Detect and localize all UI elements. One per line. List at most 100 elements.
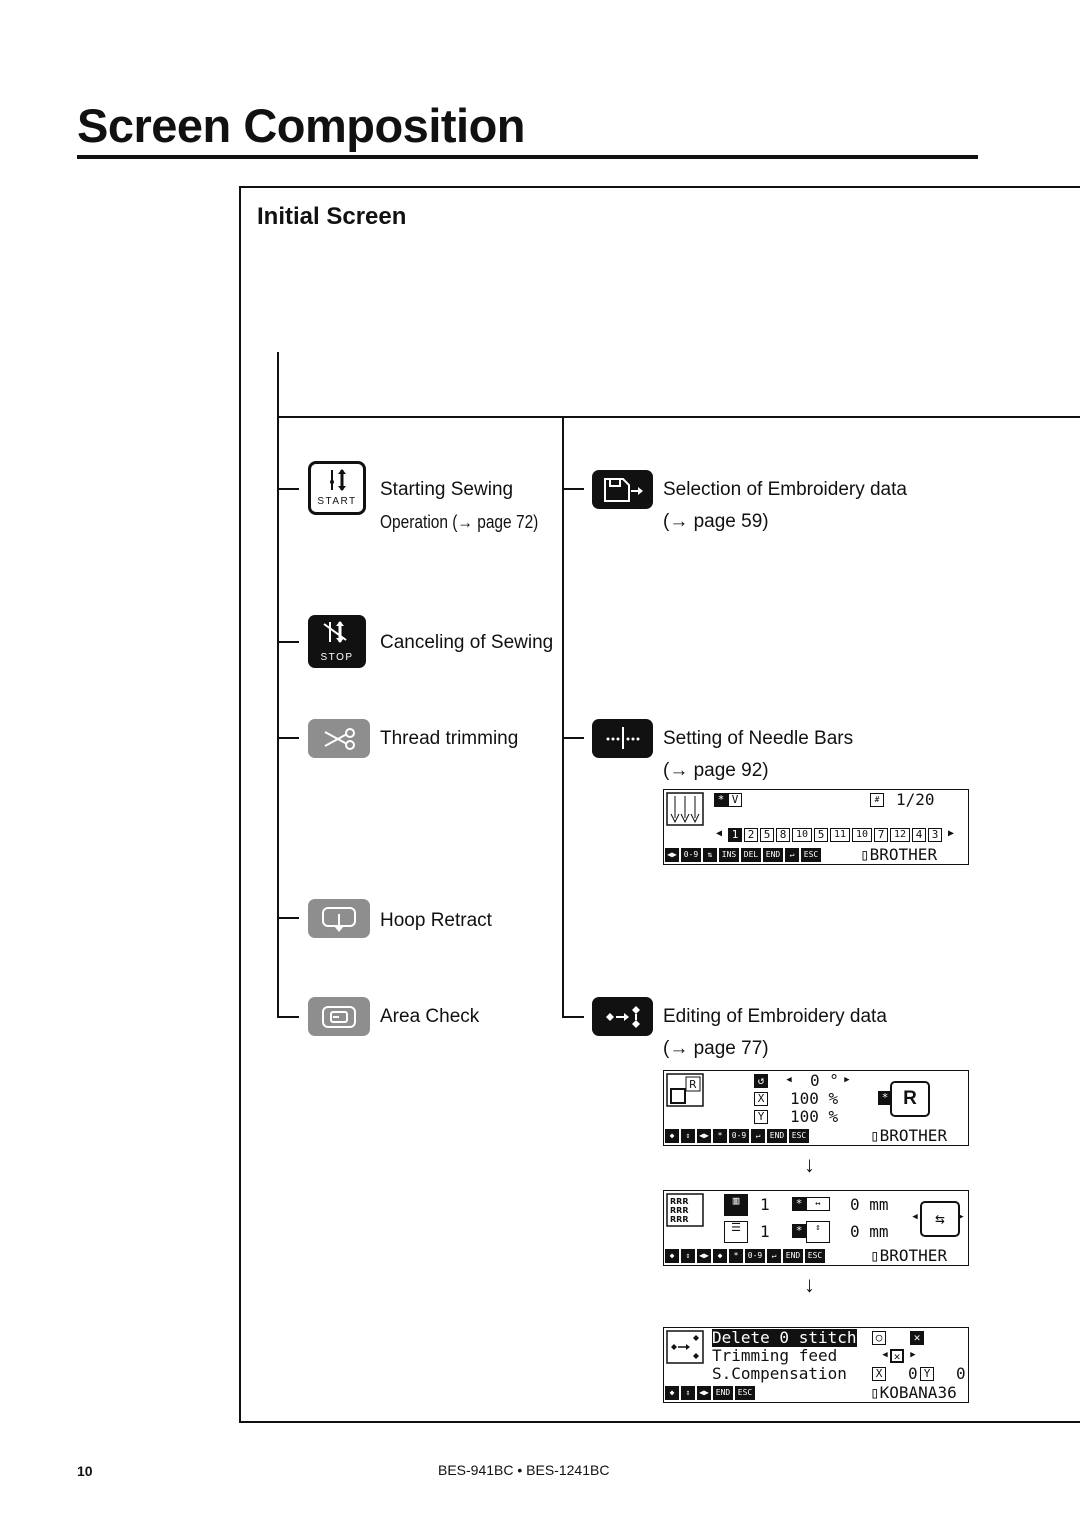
tick (277, 488, 299, 490)
sequence-item[interactable]: 12 (890, 828, 910, 842)
file-icon: ▯ (870, 1246, 880, 1265)
esc-key[interactable]: ESC (805, 1249, 825, 1263)
insert-key[interactable]: INS (719, 848, 739, 862)
right-arrow-icon[interactable]: ▶ (844, 1075, 850, 1085)
return-icon[interactable]: ↵ (767, 1249, 781, 1263)
left-arrow-icon[interactable]: ◀ (715, 828, 723, 839)
rows-icon[interactable]: ☰ (724, 1221, 748, 1243)
edit-lcd-1: R ↺ ◀ 0 ° ▶ X 100 % Y 100 % * R ◆ ⇕ ◀▶ *… (663, 1070, 969, 1146)
edit-mode-icon[interactable]: ◆ (665, 1129, 679, 1143)
comp-x-icon: X (872, 1367, 886, 1381)
diagram-frame (239, 186, 1080, 1423)
sequence-item[interactable]: 10 (792, 828, 812, 842)
tree-top-line (277, 416, 1080, 418)
needle-bar-key[interactable] (592, 719, 653, 758)
nav-arrows-icon[interactable]: ◀▶ (697, 1129, 711, 1143)
move-icon[interactable]: ⇕ (681, 1129, 695, 1143)
move-icon[interactable]: ⇕ (681, 1249, 695, 1263)
circle-option-icon[interactable]: ○ (872, 1331, 886, 1345)
selection-embroidery-ref: (→ page 59) (663, 511, 769, 532)
delete-key[interactable]: DEL (741, 848, 761, 862)
file-icon: ▯ (860, 845, 870, 864)
scale-y-value: 100 % (790, 1107, 839, 1126)
cross-option-icon[interactable]: ✕ (890, 1349, 904, 1363)
cross-option-icon[interactable]: ✕ (910, 1331, 924, 1345)
mirror-badge[interactable]: R (890, 1081, 930, 1117)
scissors-icon (324, 727, 355, 750)
file-icon: ▯ (870, 1126, 880, 1145)
sequence-item[interactable]: 2 (744, 828, 758, 842)
area-check-key[interactable] (308, 997, 370, 1036)
end-key[interactable]: END (767, 1129, 787, 1143)
sequence-item[interactable]: 4 (912, 828, 926, 842)
asterisk-icon[interactable]: * (713, 1129, 727, 1143)
start-key-label: START (317, 496, 357, 507)
comp-y-value: 0 (956, 1364, 966, 1383)
needle-swap-icon[interactable]: ⇅ (703, 848, 717, 862)
file-icon: ▯ (870, 1383, 880, 1402)
nav-arrows-icon[interactable]: ◀▶ (665, 848, 679, 862)
esc-key[interactable]: ESC (735, 1386, 755, 1400)
right-arrow-icon[interactable]: ▶ (958, 1212, 964, 1222)
design-name-text: KOBANA36 (879, 1383, 957, 1402)
start-key[interactable]: START (308, 461, 366, 515)
star-icon: * (792, 1197, 806, 1211)
sequence-item[interactable]: 1 (728, 828, 742, 842)
right-arrow-icon[interactable]: ▶ (910, 1350, 916, 1360)
left-arrow-icon[interactable]: ◀ (786, 1075, 792, 1085)
spacing-y-icon[interactable]: ↕ (806, 1221, 830, 1243)
end-key[interactable]: END (713, 1386, 733, 1400)
scale-x-value: 100 % (790, 1089, 839, 1108)
stop-key[interactable]: STOP (308, 615, 366, 668)
esc-key[interactable]: ESC (801, 848, 821, 862)
return-icon[interactable]: ↵ (785, 848, 799, 862)
rotate-icon[interactable]: ↺ (754, 1074, 768, 1088)
columns-icon[interactable]: ▥ (724, 1194, 748, 1216)
needle-bar-lcd: * V # 1/20 ◀ 1 2 5 8 10 5 11 10 7 12 4 3… (663, 789, 969, 865)
tick (562, 1016, 584, 1018)
sequence-item[interactable]: 5 (814, 828, 828, 842)
edit-data-icon (605, 1005, 640, 1028)
hoop-retract-key[interactable] (308, 899, 370, 938)
sequence-item[interactable]: 7 (874, 828, 888, 842)
repeat-order-icon[interactable]: ⇆ (920, 1201, 960, 1237)
start-key-icon (330, 469, 346, 491)
title-rule (77, 155, 978, 159)
left-arrow-icon[interactable]: ◀ (912, 1212, 918, 1222)
compensation-line[interactable]: S.Compensation (712, 1364, 847, 1383)
sequence-item[interactable]: 5 (760, 828, 774, 842)
thread-trim-key[interactable] (308, 719, 370, 758)
trimming-feed-line[interactable]: Trimming feed (712, 1346, 838, 1365)
flow-arrow: ↓ (804, 1272, 815, 1297)
spacing-x-icon[interactable]: ↔ (806, 1197, 830, 1211)
digit-key[interactable]: 0-9 (681, 848, 701, 862)
stop-key-label: STOP (320, 652, 354, 663)
design-name-text: BROTHER (879, 1126, 948, 1145)
edit-mode-icon[interactable]: ◆ (665, 1249, 679, 1263)
digit-key[interactable]: 0-9 (729, 1129, 749, 1143)
canceling-sewing-label: Canceling of Sewing (380, 632, 554, 653)
delete-stitch-line[interactable]: Delete 0 stitch (712, 1328, 857, 1347)
edit-mode-icon[interactable]: ◆ (665, 1386, 679, 1400)
asterisk-icon[interactable]: * (729, 1249, 743, 1263)
return-icon[interactable]: ↵ (751, 1129, 765, 1143)
end-key[interactable]: END (763, 848, 783, 862)
select-data-key[interactable] (592, 470, 653, 509)
stop-key-icon (323, 621, 347, 643)
esc-key[interactable]: ESC (789, 1129, 809, 1143)
right-arrow-icon[interactable]: ▶ (947, 828, 955, 839)
edit-data-key[interactable] (592, 997, 653, 1036)
sequence-item[interactable]: 8 (776, 828, 790, 842)
sequence-item[interactable]: 3 (928, 828, 942, 842)
nav-arrows-icon[interactable]: ◀▶ (697, 1249, 711, 1263)
digit-key[interactable]: 0-9 (745, 1249, 765, 1263)
needles-icon (666, 792, 704, 826)
left-arrow-icon[interactable]: ◀ (882, 1350, 888, 1360)
page-arrows-icon[interactable]: ◆ (713, 1249, 727, 1263)
end-key[interactable]: END (783, 1249, 803, 1263)
sequence-item[interactable]: 11 (830, 828, 850, 842)
nav-arrows-icon[interactable]: ◀▶ (697, 1386, 711, 1400)
move-icon[interactable]: ⇕ (681, 1386, 695, 1400)
repeat-1-value: 1 (760, 1195, 770, 1214)
sequence-item[interactable]: 10 (852, 828, 872, 842)
